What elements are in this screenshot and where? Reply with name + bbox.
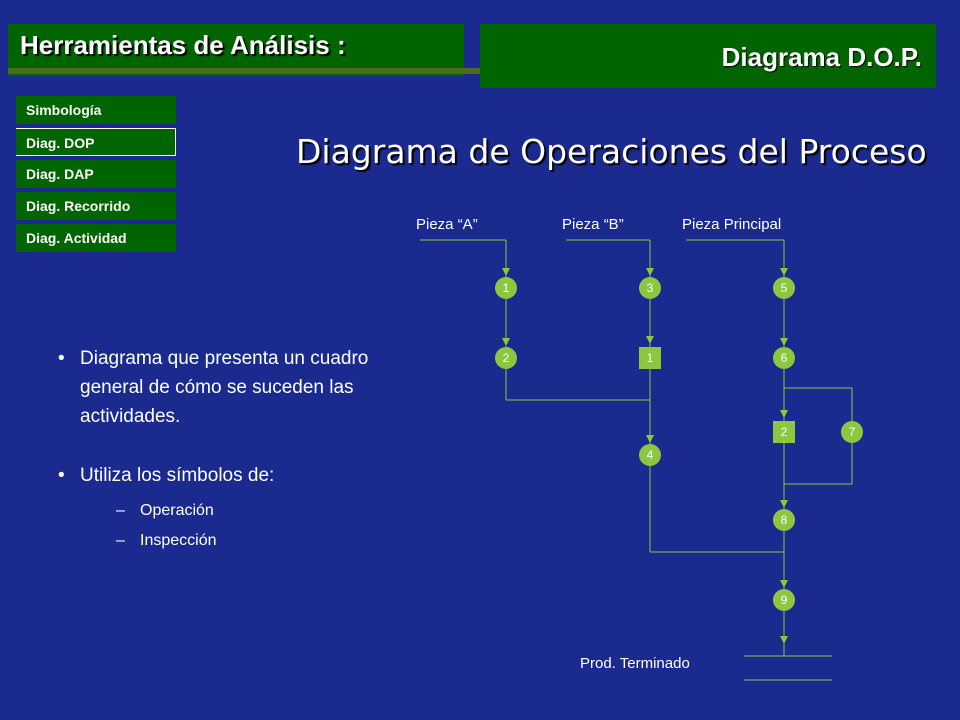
sub-item-text: Operación bbox=[140, 502, 214, 519]
header-right-title: Diagrama D.O.P. bbox=[721, 42, 922, 72]
bullet-dot-icon: • bbox=[58, 348, 65, 369]
arrow-icon bbox=[780, 410, 788, 418]
operation-node-7 bbox=[841, 421, 863, 443]
bullet-item: • Utiliza los símbolos de: bbox=[58, 461, 388, 490]
sub-item: – Operación bbox=[58, 496, 388, 526]
arrow-icon bbox=[646, 336, 654, 344]
nav-item-diag-dap[interactable]: Diag. DAP bbox=[16, 160, 176, 188]
arrow-icon bbox=[780, 338, 788, 346]
page-title: Diagrama de Operaciones del Proceso bbox=[296, 132, 927, 171]
operation-label-4: 4 bbox=[647, 448, 654, 462]
label-pieza-b: Pieza “B” bbox=[562, 216, 624, 233]
operation-label-2: 2 bbox=[503, 351, 510, 365]
operation-node-6 bbox=[773, 347, 795, 369]
sub-item-text: Inspección bbox=[140, 532, 217, 549]
sub-item: – Inspección bbox=[58, 526, 388, 556]
operation-label-7: 7 bbox=[849, 425, 856, 439]
bullet-text: Diagrama que presenta un cuadro general … bbox=[80, 348, 369, 427]
arrow-icon bbox=[780, 636, 788, 644]
operation-node-3 bbox=[639, 277, 661, 299]
inspection-label-1: 1 bbox=[647, 351, 654, 365]
inspection-node-2 bbox=[773, 421, 795, 443]
operation-node-4 bbox=[639, 444, 661, 466]
operation-label-5: 5 bbox=[781, 281, 788, 295]
bullet-dot-icon: • bbox=[58, 465, 65, 486]
operation-node-1 bbox=[495, 277, 517, 299]
label-prod-terminado: Prod. Terminado bbox=[580, 655, 690, 672]
header-left-underline bbox=[8, 68, 512, 74]
arrow-icon bbox=[780, 580, 788, 588]
side-nav: Simbología Diag. DOP Diag. DAP Diag. Rec… bbox=[16, 96, 176, 256]
arrow-icon bbox=[502, 268, 510, 276]
operation-node-5 bbox=[773, 277, 795, 299]
nav-item-diag-actividad[interactable]: Diag. Actividad bbox=[16, 224, 176, 252]
header-left-panel: Herramientas de Análisis : bbox=[8, 24, 464, 76]
arrow-icon bbox=[780, 500, 788, 508]
arrow-icon bbox=[646, 435, 654, 443]
operation-label-6: 6 bbox=[781, 351, 788, 365]
operation-label-1: 1 bbox=[503, 281, 510, 295]
arrow-icon bbox=[502, 338, 510, 346]
nav-item-diag-dop[interactable]: Diag. DOP bbox=[16, 128, 176, 156]
arrow-icon bbox=[646, 268, 654, 276]
operation-node-9 bbox=[773, 589, 795, 611]
operation-node-2 bbox=[495, 347, 517, 369]
bullet-text: Utiliza los símbolos de: bbox=[80, 465, 275, 486]
operation-label-8: 8 bbox=[781, 513, 788, 527]
header-left-title: Herramientas de Análisis : bbox=[20, 30, 346, 60]
operation-label-3: 3 bbox=[647, 281, 654, 295]
bullet-item: • Diagrama que presenta un cuadro genera… bbox=[58, 344, 388, 431]
operation-node-8 bbox=[773, 509, 795, 531]
label-pieza-principal: Pieza Principal bbox=[682, 216, 782, 233]
inspection-label-2: 2 bbox=[781, 425, 788, 439]
arrow-icon bbox=[780, 268, 788, 276]
nav-item-diag-recorrido[interactable]: Diag. Recorrido bbox=[16, 192, 176, 220]
label-pieza-a: Pieza “A” bbox=[416, 216, 478, 233]
description-list: • Diagrama que presenta un cuadro genera… bbox=[58, 344, 388, 556]
inspection-node-1 bbox=[639, 347, 661, 369]
operation-label-9: 9 bbox=[781, 593, 788, 607]
dash-icon: – bbox=[116, 532, 125, 549]
nav-item-simbologia[interactable]: Simbología bbox=[16, 96, 176, 124]
header-right-panel: Diagrama D.O.P. bbox=[480, 24, 936, 88]
dash-icon: – bbox=[116, 502, 125, 519]
